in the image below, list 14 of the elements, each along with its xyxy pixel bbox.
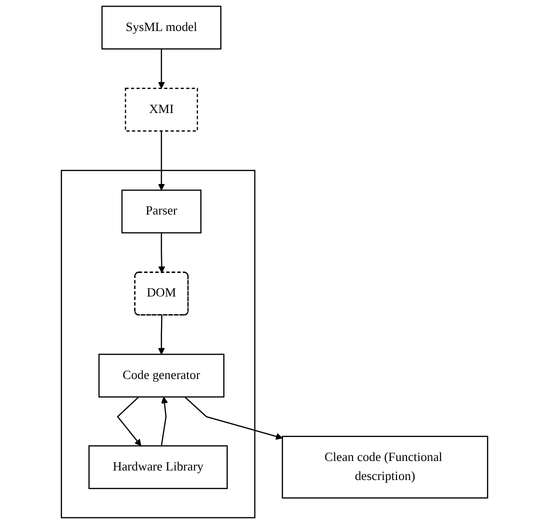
node-box: SysML model <box>101 6 222 50</box>
arrow <box>158 48 165 89</box>
arrow <box>158 315 165 355</box>
arrow <box>158 232 166 273</box>
arrow <box>158 131 165 190</box>
node-box: Code generator <box>98 354 224 398</box>
cluster <box>60 170 256 518</box>
node-box: XMI <box>124 88 198 132</box>
node-box: Clean code (Functional description) <box>282 436 488 499</box>
arrow <box>184 396 283 440</box>
node-box: Hardware Library <box>88 445 228 490</box>
arrow <box>116 396 142 446</box>
arrow <box>160 396 168 446</box>
node-box: Parser <box>121 190 202 234</box>
